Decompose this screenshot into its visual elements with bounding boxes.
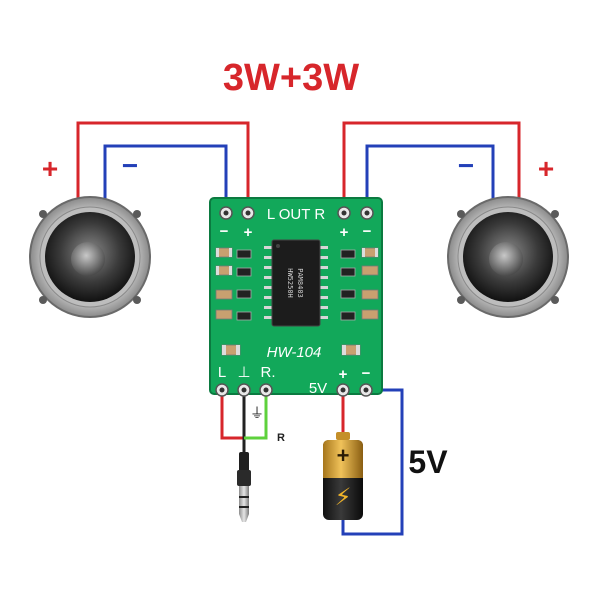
- input-l-label: L: [218, 364, 226, 381]
- right-speaker: + −: [447, 150, 569, 318]
- right-speaker-minus-label: −: [458, 150, 474, 181]
- speaker-wires: [76, 121, 521, 212]
- smd-components-right: [340, 247, 379, 356]
- amplifier-ic: PAM8403 HW5250H: [264, 239, 328, 327]
- right-channel-wire-label: R: [277, 432, 285, 444]
- diagram-title: 3W+3W: [223, 57, 359, 99]
- battery: + ⚡: [323, 432, 363, 520]
- out-right-minus: −: [363, 223, 372, 240]
- right-negative-wire: [365, 144, 495, 212]
- power-minus-label: −: [362, 365, 371, 382]
- left-negative-wire: [103, 144, 228, 212]
- input-ground-label: ⊥: [237, 364, 250, 381]
- right-speaker-plus-label: +: [538, 153, 554, 184]
- smd-components-left: [215, 247, 252, 356]
- battery-plus-label: +: [337, 443, 350, 468]
- supply-voltage-label: 5V: [408, 444, 448, 480]
- power-negative-wire: [341, 388, 404, 536]
- input-right-wire: [244, 390, 268, 440]
- left-positive-wire: [76, 121, 250, 212]
- power-5v-label: 5V: [309, 380, 327, 397]
- board-model-label: HW-104: [267, 344, 322, 361]
- out-right-plus: +: [340, 224, 349, 241]
- ic-marking-line1: PAM8403: [296, 268, 304, 298]
- input-wires: [220, 390, 268, 452]
- ground-symbol: ⏚: [250, 406, 264, 422]
- power-wires: [341, 388, 404, 536]
- left-speaker-minus-label: −: [122, 150, 138, 181]
- ic-marking-line2: HW5250H: [286, 268, 294, 298]
- left-speaker-plus-label: +: [42, 153, 58, 184]
- input-r-label: R.: [261, 364, 276, 381]
- input-power-pads: [215, 383, 373, 397]
- out-left-plus: +: [244, 224, 253, 241]
- input-left-wire: [220, 390, 244, 440]
- battery-bolt-icon: ⚡: [335, 483, 352, 511]
- power-plus-label: +: [339, 366, 348, 383]
- right-positive-wire: [342, 121, 521, 212]
- output-pads: [219, 206, 374, 220]
- amplifier-board: L OUT R + − + −: [209, 197, 383, 397]
- out-left-minus: −: [220, 223, 229, 240]
- left-speaker: + −: [29, 150, 151, 318]
- audio-jack-plug: [237, 452, 251, 522]
- output-header-label: L OUT R: [267, 206, 326, 223]
